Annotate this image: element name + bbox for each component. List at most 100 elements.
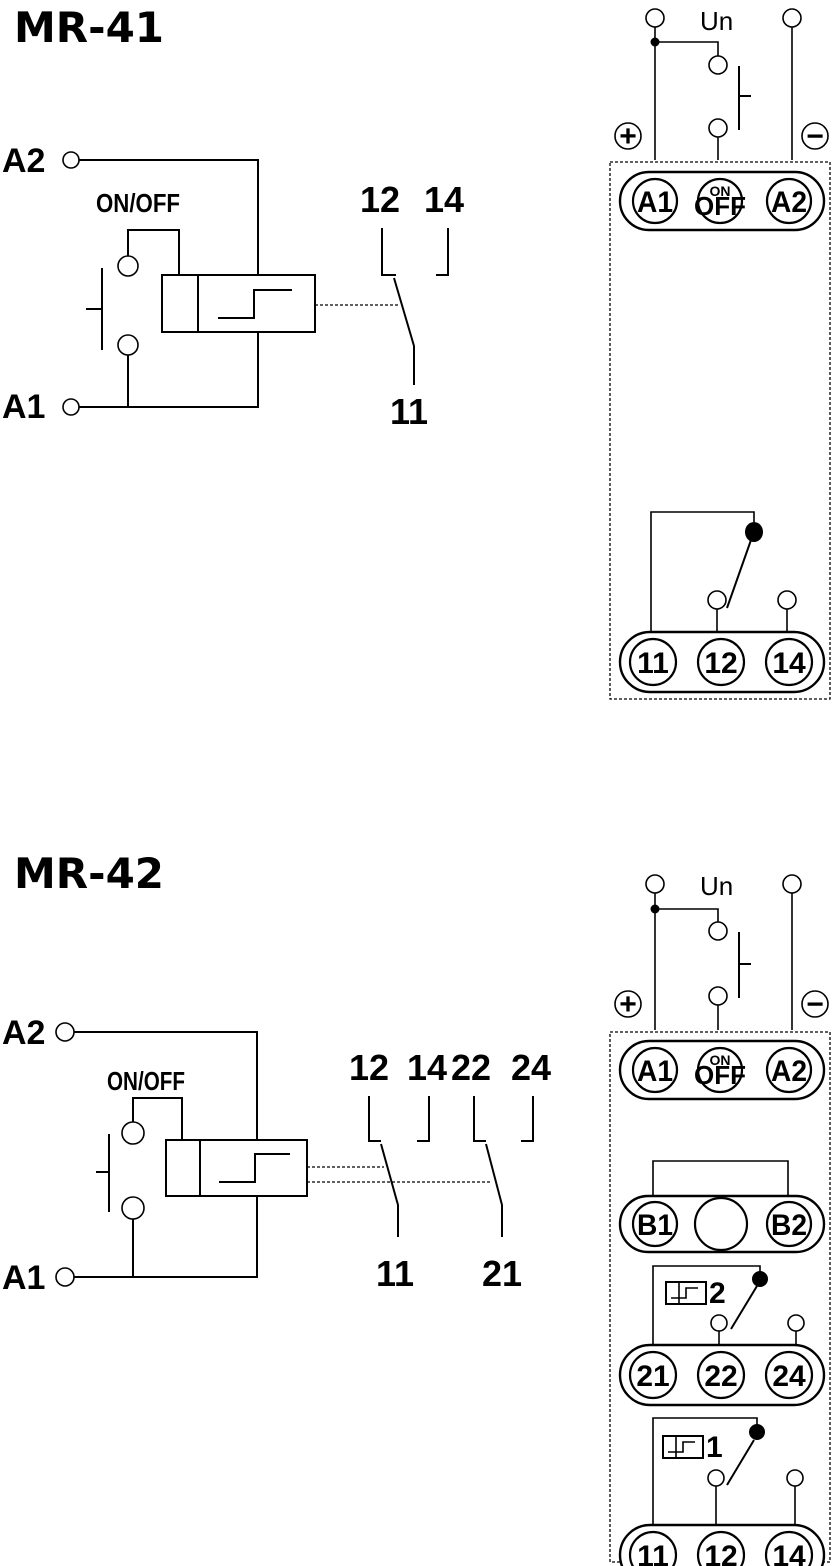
mr41-contact-switch bbox=[393, 277, 415, 385]
mr42-panel-terminal-11-label: 11 bbox=[637, 1540, 669, 1566]
mr42-terminal-a2-label: A2 bbox=[2, 1014, 45, 1052]
mr41-panel-plus-circle bbox=[614, 122, 642, 150]
mr42-panel-terminal-21-label: 21 bbox=[636, 1360, 669, 1393]
mr42-contact-22-line bbox=[473, 1096, 486, 1142]
mr42-section: MR-42 A2 A1 ON/OFF 12 14 22 24 11 21 bbox=[2, 849, 551, 1297]
mr42-panel-terminal-a2 bbox=[765, 1046, 813, 1094]
mr41-panel-terminal-a2 bbox=[765, 177, 813, 225]
mr42-panel-onoff-button bbox=[696, 1046, 744, 1094]
mr41-panel-contact-wire bbox=[650, 511, 755, 632]
mr42-a1-wire bbox=[74, 1196, 258, 1278]
mr42-contact-14-label: 14 bbox=[407, 1047, 447, 1088]
mr42-panel-contact-14 bbox=[786, 1469, 804, 1487]
mr42-panel-switch-wire bbox=[655, 908, 719, 922]
mr42-on-off-label: ON/OFF bbox=[107, 1066, 185, 1096]
mr42-panel-terminal-11 bbox=[628, 1530, 678, 1566]
mr41-panel-plus-terminal bbox=[645, 8, 665, 28]
mr41-contact-11-label: 11 bbox=[390, 391, 428, 432]
mr41-panel-contact-14 bbox=[777, 590, 797, 610]
mr42-a2-wire bbox=[74, 1031, 258, 1140]
mr41-terminal-a2-label: A2 bbox=[2, 142, 45, 180]
mr42-contact-1-switch bbox=[380, 1143, 399, 1237]
mr42-panel-terminal-22-label: 22 bbox=[704, 1360, 737, 1393]
mr42-panel-terminal-22 bbox=[696, 1350, 746, 1400]
mr42-panel-b-bridge-wire bbox=[652, 1160, 789, 1196]
mr41-panel-contact-12 bbox=[707, 590, 727, 610]
mr41-onoff-terminal-top bbox=[117, 255, 139, 277]
mr41-relay-coil bbox=[161, 274, 316, 333]
mr41-panel-terminal-a1 bbox=[631, 177, 679, 225]
mr42-terminal-a1 bbox=[55, 1267, 75, 1287]
mr42-panel-contact-24 bbox=[787, 1314, 805, 1332]
mr42-panel-terminal-a1 bbox=[631, 1046, 679, 1094]
mr41-panel-contact-pivot bbox=[745, 522, 763, 542]
mr42-coil-step-symbol bbox=[219, 1153, 290, 1183]
mr42-relay-coil bbox=[165, 1139, 308, 1197]
mr42-panel-indicator-window bbox=[693, 1196, 749, 1252]
mr42-panel-terminal-b1 bbox=[631, 1200, 679, 1248]
mr41-panel-terminal-11 bbox=[628, 637, 678, 687]
mr41-onoff-wire-top bbox=[127, 229, 180, 275]
mr41-panel-contact-switch bbox=[726, 539, 752, 609]
mr41-panel-switch-wire bbox=[655, 41, 719, 56]
mr41-a2-wire bbox=[79, 159, 259, 275]
mr41-a1-wire bbox=[79, 332, 259, 408]
mr41-terminal-a1 bbox=[62, 398, 80, 416]
mr41-on-off-label: ON/OFF bbox=[96, 188, 180, 218]
mr42-panel-terminal-b1-label: B1 bbox=[637, 1209, 673, 1242]
mr42-panel-terminal-24-label: 24 bbox=[772, 1360, 806, 1393]
mr42-panel-minus-sign: − bbox=[806, 988, 824, 1021]
mr42-onoff-terminal-bottom bbox=[121, 1196, 145, 1220]
mr42-panel-relay1-label: 1 bbox=[706, 1431, 723, 1464]
mr42-panel-switch-top bbox=[708, 921, 728, 941]
mr42-panel-plus-terminal bbox=[645, 874, 665, 894]
mr42-contact-2-switch bbox=[485, 1143, 503, 1237]
mr42-contact-11-label: 11 bbox=[376, 1253, 414, 1294]
mr42-panel-relay1-wire bbox=[652, 1417, 758, 1525]
mr42-panel-relay1-pivot bbox=[749, 1424, 765, 1440]
mr42-panel-relay2-wire bbox=[652, 1265, 761, 1345]
mr42-panel-switch-bottom bbox=[708, 986, 728, 1006]
mr42-terminal-a1-label: A1 bbox=[2, 1259, 45, 1297]
mr41-panel-terminal-14-label: 14 bbox=[772, 647, 806, 680]
mr41-panel-off-label: OFF bbox=[694, 191, 746, 221]
mr41-contact-12-label: 12 bbox=[360, 179, 400, 220]
mr41-panel-minus-sign: − bbox=[806, 120, 824, 153]
mr42-panel-relay1-icon-symbol bbox=[668, 1436, 695, 1458]
mr42-panel-relay1-switch bbox=[726, 1439, 755, 1486]
mr41-pushbutton-symbol bbox=[86, 268, 103, 350]
mr41-panel-minus-circle bbox=[801, 122, 829, 150]
mr41-panel-un-label: Un bbox=[700, 6, 733, 36]
mr41-panel-switch-bottom bbox=[708, 118, 728, 138]
mr42-panel-terminal-24 bbox=[764, 1350, 814, 1400]
mr41-panel-terminal-a2-label: A2 bbox=[771, 186, 807, 219]
mr41-panel-plus-sign: + bbox=[619, 120, 637, 153]
mr42-contact-24-label: 24 bbox=[511, 1047, 551, 1088]
mr42-onoff-wire-top bbox=[132, 1097, 183, 1140]
mr41-terminal-a1-label: A1 bbox=[2, 388, 45, 426]
mr42-panel-terminal-a2-label: A2 bbox=[771, 1055, 807, 1088]
mr41-panel-housing bbox=[609, 161, 831, 700]
mr42-panel-relay2-switch bbox=[730, 1285, 758, 1330]
mr41-panel-terminal-11-label: 11 bbox=[637, 647, 669, 680]
mr41-onoff-terminal-bottom bbox=[117, 334, 139, 356]
mr41-terminal-a2 bbox=[62, 151, 80, 169]
mr41-panel-pushbutton-symbol bbox=[738, 66, 751, 130]
mr42-contact-12-label: 12 bbox=[349, 1047, 389, 1088]
mr42-panel-contact-22 bbox=[710, 1314, 728, 1332]
mr41-device-panel: Un + − A1 ON OFF A2 11 12 bbox=[609, 6, 831, 700]
mr41-panel-terminal-14 bbox=[764, 637, 814, 687]
mr42-panel-minus-circle bbox=[801, 990, 829, 1018]
mr42-contact-14-line bbox=[417, 1096, 430, 1142]
mr42-panel-contact-12 bbox=[707, 1469, 725, 1487]
mr42-panel-plus-circle bbox=[614, 990, 642, 1018]
mr42-contact-21-label: 21 bbox=[482, 1253, 522, 1294]
mr42-panel-pushbutton-symbol bbox=[738, 932, 751, 998]
mr42-panel-relay2-icon-symbol bbox=[671, 1282, 698, 1304]
mr42-panel-terminal-b2 bbox=[765, 1200, 813, 1248]
mr41-section: MR-41 A2 A1 ON/OFF 12 14 11 bbox=[2, 3, 464, 432]
mr42-panel-terminal-12 bbox=[696, 1530, 746, 1566]
mr41-panel-terminal-12 bbox=[696, 637, 746, 687]
mr42-contact-24-line bbox=[521, 1096, 534, 1142]
